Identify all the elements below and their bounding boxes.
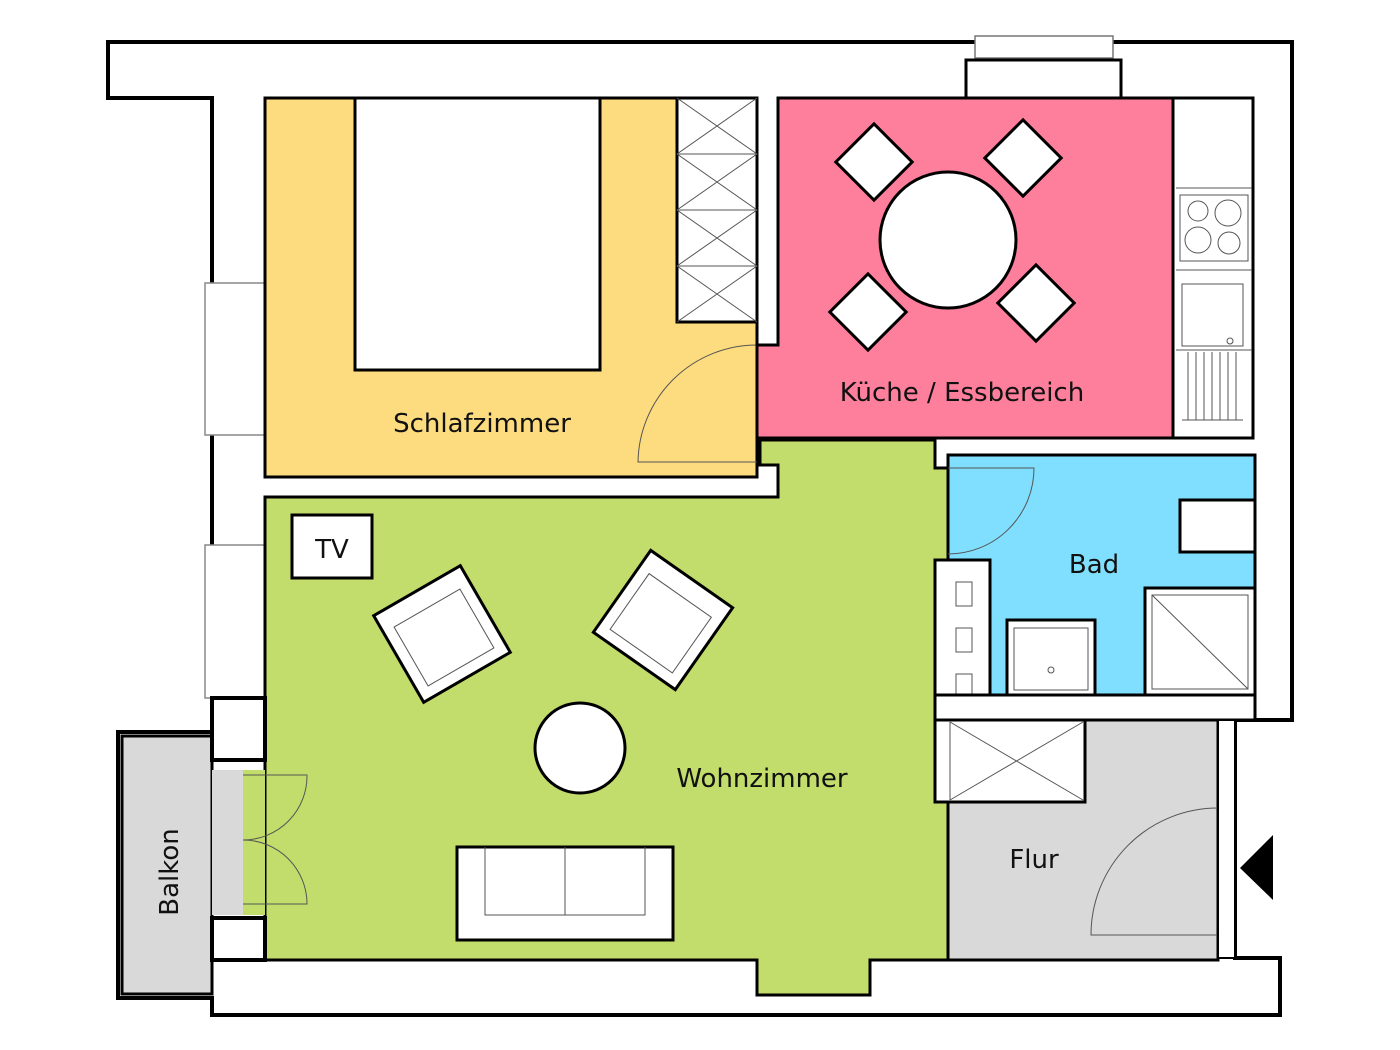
tv-label: TV — [314, 535, 349, 565]
sink-icon — [1181, 283, 1244, 347]
entrance-arrow-icon — [1240, 835, 1273, 900]
bath-label: Bad — [1069, 550, 1119, 580]
kitchen-counter — [1171, 96, 1255, 440]
room-balcony[interactable] — [120, 734, 214, 996]
dining-chairs — [827, 117, 1077, 353]
shower — [1143, 586, 1257, 697]
window-left-upper — [204, 282, 266, 436]
living-label: Wohnzimmer — [676, 764, 848, 794]
bath-door[interactable] — [947, 467, 1035, 555]
window-top — [974, 35, 1114, 59]
washbasin — [1005, 618, 1097, 697]
entrance-frame — [1217, 719, 1236, 959]
dining-table — [878, 170, 1018, 310]
entrance-door[interactable] — [1090, 807, 1219, 936]
window-top-frame — [964, 58, 1123, 100]
stove-icon — [1187, 200, 1209, 222]
balcony-opening — [212, 770, 243, 915]
armchair — [591, 548, 735, 692]
balcony-door-threshold — [243, 770, 265, 915]
hall-label: Flur — [1009, 845, 1059, 875]
balcony-label: Balkon — [155, 828, 185, 916]
bath-cabinet — [933, 558, 992, 720]
wall-pillar — [210, 696, 267, 762]
bed — [353, 96, 602, 372]
bath-cabinet-lower — [933, 693, 1257, 722]
wardrobe — [675, 96, 759, 324]
bedroom-door[interactable] — [637, 344, 758, 463]
kitchen-label: Küche / Essbereich — [840, 378, 1084, 408]
window-left-lower — [204, 544, 266, 699]
toilet — [1178, 498, 1257, 554]
armchair — [371, 563, 513, 705]
coffee-table — [533, 701, 627, 795]
tv: TV — [290, 513, 374, 580]
bedroom-label: Schlafzimmer — [393, 409, 571, 439]
wall-pillar — [210, 916, 267, 962]
sofa — [455, 845, 675, 942]
hall-wardrobe — [933, 718, 1087, 804]
balcony-door[interactable] — [242, 774, 308, 905]
